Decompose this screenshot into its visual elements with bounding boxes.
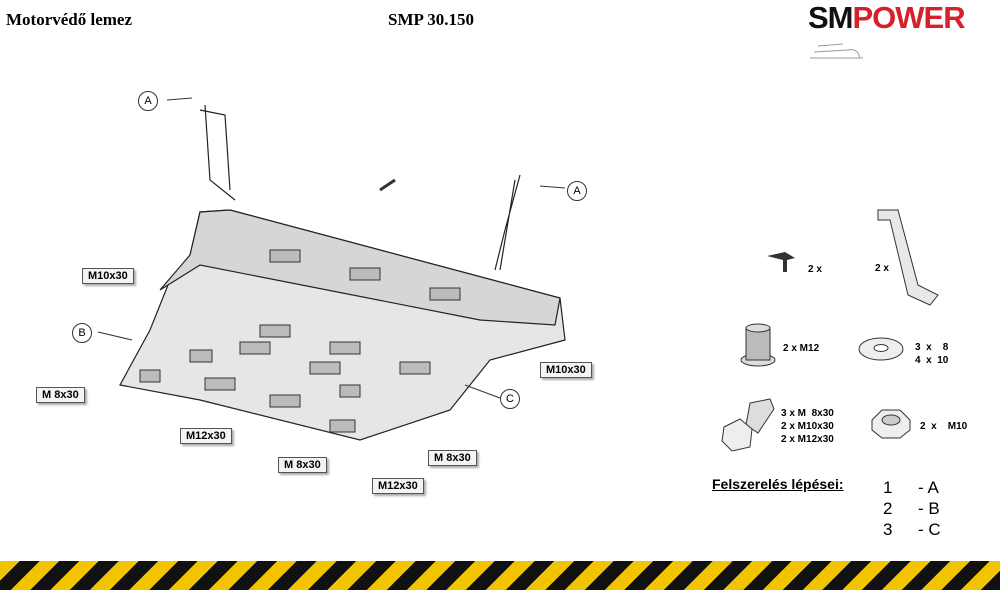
bolt-label: M12x30 [372, 478, 424, 494]
bolt-icon [721, 398, 775, 452]
callout-c: C [500, 389, 520, 409]
product-code: SMP 30.150 [388, 10, 474, 29]
logo-sm: SM [808, 0, 853, 35]
step-number: 2 [883, 499, 893, 518]
step-value: - C [918, 520, 941, 539]
car-outline-icon [810, 43, 863, 59]
washer-qty: 3 x 8 4 x 10 [915, 342, 949, 366]
bolt-label: M 8x30 [428, 450, 477, 466]
bolt-qty: 3 x M 8x30 2 x M10x30 2 x M12x30 [781, 408, 834, 445]
step-number: 1 [883, 478, 893, 497]
bolt-label: M12x30 [180, 428, 232, 444]
bracket-icon [877, 209, 939, 306]
logo-power: POWER [852, 0, 966, 35]
left-title: Motorvédő lemez [6, 10, 133, 29]
callout-a-right: A [567, 181, 587, 201]
nut-insert-icon [740, 323, 776, 367]
step-number: 3 [883, 520, 893, 539]
callout-b: B [72, 323, 92, 343]
step-value: - A [918, 478, 939, 497]
bolt-label: M 8x30 [36, 387, 85, 403]
bolt-label: M 8x30 [278, 457, 327, 473]
direction-arrow-icon [379, 178, 396, 192]
clip-qty: 2 x [808, 264, 822, 275]
logo: SMPOWER [808, 0, 1000, 66]
bolt-label: M10x30 [82, 268, 134, 284]
skid-plate-diagram [97, 97, 566, 441]
installation-title: Felszerelés lépései: [712, 476, 844, 492]
callout-a-left: A [138, 91, 158, 111]
washer-icon [858, 337, 904, 361]
hex-nut-icon [871, 409, 911, 439]
hazard-stripe [0, 561, 1000, 590]
hex-nut-qty: 2 x M10 [920, 421, 968, 432]
bracket-qty: 2 x [875, 263, 889, 274]
clip-icon [767, 252, 795, 272]
bolt-label: M10x30 [540, 362, 592, 378]
nut-insert-qty: 2 x M12 [783, 343, 820, 354]
step-value: - B [918, 499, 940, 518]
